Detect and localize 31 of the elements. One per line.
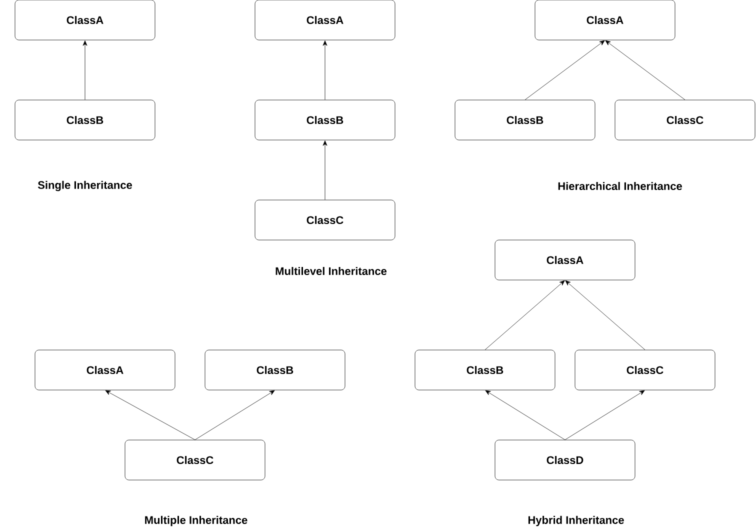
group-caption: Single Inheritance (38, 180, 132, 192)
arrow (322, 40, 328, 100)
class-box: ClassB (14, 100, 156, 140)
class-box: ClassC (574, 350, 716, 390)
class-box: ClassB (454, 100, 596, 140)
arrow (524, 40, 605, 100)
class-box: ClassA (254, 0, 396, 40)
class-box: ClassA (34, 350, 176, 390)
group-caption: Hierarchical Inheritance (558, 182, 682, 190)
class-box: ClassB (414, 350, 556, 390)
arrow (564, 390, 645, 440)
class-box: ClassD (494, 440, 636, 480)
arrow (565, 280, 646, 350)
arrow (105, 390, 196, 440)
class-box: ClassA (534, 0, 676, 40)
class-box: ClassA (14, 0, 156, 40)
class-box: ClassC (124, 440, 266, 480)
class-box: ClassC (254, 200, 396, 240)
class-box: ClassB (204, 350, 346, 390)
group-caption: Multiple Inheritance (145, 516, 248, 526)
arrow (484, 280, 565, 350)
arrow (82, 40, 88, 100)
arrow (485, 390, 566, 440)
group-caption: Multilevel Inheritance (276, 266, 387, 276)
arrow (605, 40, 686, 100)
class-box: ClassB (254, 100, 396, 140)
arrow (322, 140, 328, 200)
class-box: ClassC (614, 100, 756, 140)
group-caption: Hybrid Inheritance (528, 516, 624, 526)
class-box: ClassA (494, 240, 636, 280)
arrow (194, 390, 275, 440)
